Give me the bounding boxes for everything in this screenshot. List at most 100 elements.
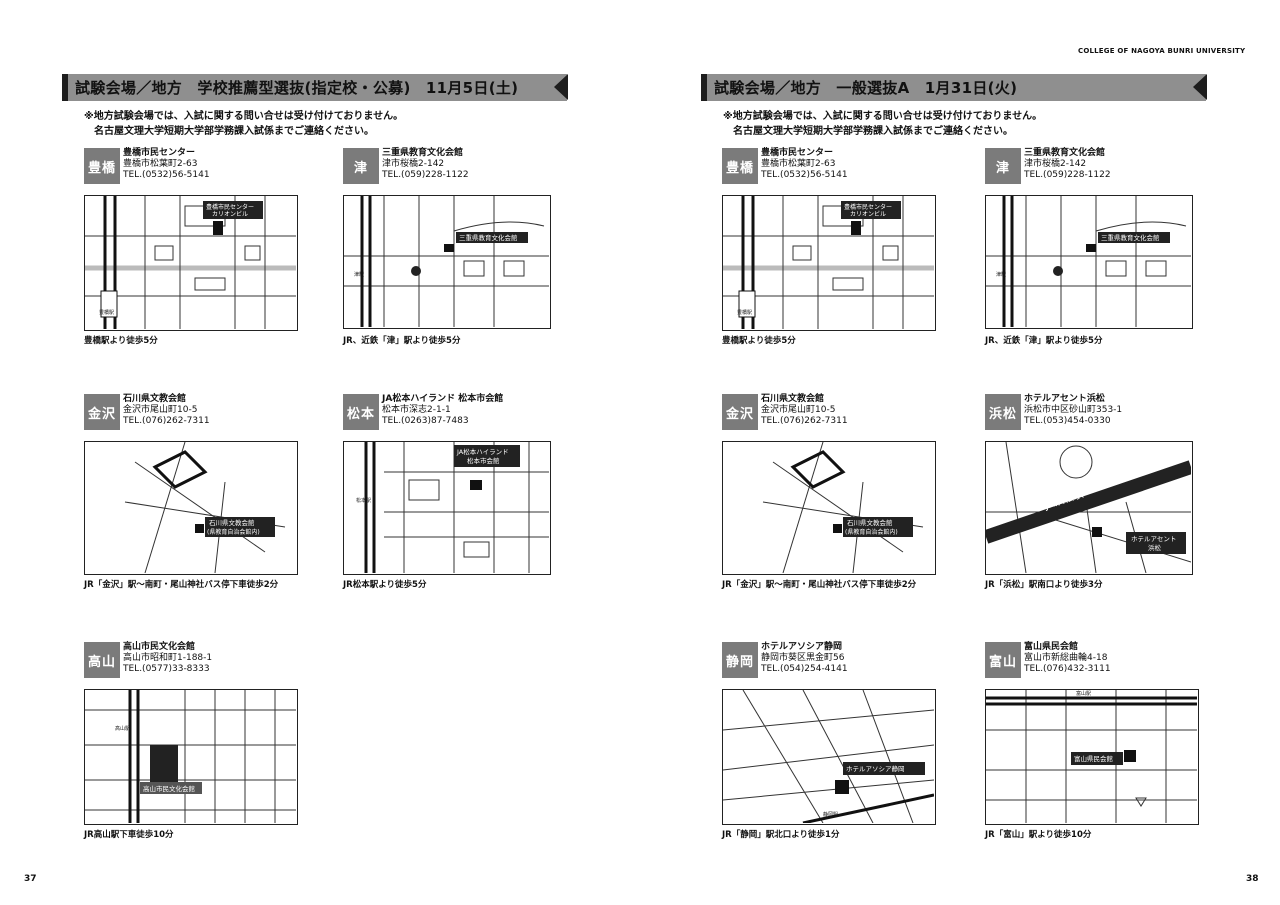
map-label-line-1: 石川県文教会館 (209, 518, 255, 527)
map-label-line-2: 松本市会館 (467, 456, 500, 465)
city-badge: 豊橋 (84, 148, 120, 184)
college-header: COLLEGE OF NAGOYA BUNRI UNIVERSITY (1078, 47, 1246, 55)
map-kanazawa: 石川県文教会館 (県教育自治会館内) (722, 441, 936, 575)
venue-name: 豊橋市民センター (761, 148, 834, 158)
venue-tel: TEL.(059)228-1122 (1024, 170, 1111, 180)
map-kanazawa: 石川県文教会館 (県教育自治会館内) (84, 441, 298, 575)
venue-tel: TEL.(0532)56-5141 (123, 170, 210, 180)
access-text: JR、近鉄「津」駅より徒歩5分 (985, 336, 1103, 346)
station-label: 津駅 (354, 271, 364, 278)
right-section: 試験会場／地方 一般選抜A 1月31日(火) ※地方試験会場では、入試に関する問… (701, 74, 1207, 137)
map-label-line-1: 豊橋市民センター (844, 203, 892, 211)
venue-address: 松本市深志2-1-1 (382, 405, 451, 415)
map-tsu: 三重県教育文化会館 津駅 (985, 195, 1193, 329)
venue-tel: TEL.(076)432-3111 (1024, 664, 1111, 674)
venue-info: 三重県教育文化会館 津市桜橋2-142 TEL.(059)228-1122 (1024, 148, 1111, 181)
venue-address: 高山市昭和町1-188-1 (123, 653, 213, 663)
map-label-line-2: 浜松 (1148, 543, 1162, 552)
venue-tel: TEL.(053)454-0330 (1024, 416, 1111, 426)
access-text: JR「金沢」駅～南町・尾山神社バス停下車徒歩2分 (84, 580, 279, 590)
venue-tel: TEL.(0532)56-5141 (761, 170, 848, 180)
section-banner: 試験会場／地方 一般選抜A 1月31日(火) (701, 74, 1207, 101)
venue-info: 石川県文教会館 金沢市尾山町10-5 TEL.(076)262-7311 (761, 394, 848, 427)
venue-name: 三重県教育文化会館 (382, 148, 464, 158)
map-label: 高山市民文化会館 (143, 784, 196, 793)
left-section: 試験会場／地方 学校推薦型選抜(指定校・公募) 11月5日(土) ※地方試験会場… (62, 74, 568, 137)
city-badge: 静岡 (722, 642, 758, 678)
venue-address: 金沢市尾山町10-5 (761, 405, 836, 415)
access-text: 豊橋駅より徒歩5分 (84, 336, 158, 346)
venue-tel: TEL.(0263)87-7483 (382, 416, 469, 426)
venue-tel: TEL.(059)228-1122 (382, 170, 469, 180)
notice-line-2: 名古屋文理大学短期大学部学務課入試係までご連絡ください。 (733, 126, 1013, 137)
venue-name: JA松本ハイランド 松本市会館 (382, 394, 504, 404)
station-label: 高山駅 (115, 725, 130, 732)
venue-name: 豊橋市民センター (123, 148, 196, 158)
venue-address: 静岡市葵区黒金町56 (761, 653, 845, 663)
venue-tel: TEL.(076)262-7311 (123, 416, 210, 426)
venue-info: 富山県民会館 富山市新総曲輪4-18 TEL.(076)432-3111 (1024, 642, 1111, 675)
venue-tel: TEL.(054)254-4141 (761, 664, 848, 674)
access-text: JR「金沢」駅～南町・尾山神社バス停下車徒歩2分 (722, 580, 917, 590)
access-text: JR「富山」駅より徒歩10分 (985, 830, 1092, 840)
page-number-right: 38 (1246, 874, 1259, 884)
map-toyohashi: 豊橋市民センター カリオンビル 豊橋駅 (722, 195, 936, 331)
city-badge: 金沢 (84, 394, 120, 430)
city-badge: 浜松 (985, 394, 1021, 430)
access-text: JR松本駅より徒歩5分 (343, 580, 427, 590)
map-shizuoka: ホテルアソシア静岡 静岡駅 (722, 689, 936, 825)
notice-line-1: ※地方試験会場では、入試に関する問い合せは受け付けておりません。 (723, 111, 1043, 122)
map-label: 三重県教育文化会館 (1101, 233, 1160, 242)
venue-name: 石川県文教会館 (123, 394, 187, 404)
venue-info: ホテルアソシア静岡 静岡市葵区黒金町56 TEL.(054)254-4141 (761, 642, 848, 675)
access-text: 豊橋駅より徒歩5分 (722, 336, 796, 346)
venue-name: 高山市民文化会館 (123, 642, 196, 652)
map-label: 富山県民会館 (1074, 754, 1114, 763)
section-title: 試験会場／地方 学校推薦型選抜(指定校・公募) 11月5日(土) (75, 79, 519, 97)
venue-tel: TEL.(0577)33-8333 (123, 664, 210, 674)
station-label: 豊橋駅 (737, 309, 752, 316)
section-title: 試験会場／地方 一般選抜A 1月31日(火) (714, 79, 1018, 97)
notice-line-1: ※地方試験会場では、入試に関する問い合せは受け付けておりません。 (84, 111, 404, 122)
city-badge: 津 (985, 148, 1021, 184)
venue-tel: TEL.(076)262-7311 (761, 416, 848, 426)
venue-address: 富山市新総曲輪4-18 (1024, 653, 1108, 663)
venue-address: 金沢市尾山町10-5 (123, 405, 198, 415)
venue-info: 石川県文教会館 金沢市尾山町10-5 TEL.(076)262-7311 (123, 394, 210, 427)
venue-info: 豊橋市民センター 豊橋市松葉町2-63 TEL.(0532)56-5141 (123, 148, 210, 181)
map-label-line-1: ホテルアセント (1131, 535, 1176, 543)
venue-name: 富山県民会館 (1024, 642, 1079, 652)
access-text: JR、近鉄「津」駅より徒歩5分 (343, 336, 461, 346)
city-badge: 松本 (343, 394, 379, 430)
map-label-line-1: 石川県文教会館 (847, 518, 893, 527)
city-badge: 津 (343, 148, 379, 184)
venue-info: 高山市民文化会館 高山市昭和町1-188-1 TEL.(0577)33-8333 (123, 642, 212, 675)
banner-arrow-icon (554, 74, 568, 100)
venue-name: 三重県教育文化会館 (1024, 148, 1106, 158)
banner-arrow-icon (1193, 74, 1207, 100)
station-label: 富山駅 (1076, 690, 1091, 697)
city-badge: 高山 (84, 642, 120, 678)
venue-info: ホテルアセント浜松 浜松市中区砂山町353-1 TEL.(053)454-033… (1024, 394, 1122, 427)
venue-address: 津市桜橋2-142 (382, 159, 445, 169)
venue-address: 浜松市中区砂山町353-1 (1024, 405, 1123, 415)
venue-name: 石川県文教会館 (761, 394, 825, 404)
venue-info: JA松本ハイランド 松本市会館 松本市深志2-1-1 TEL.(0263)87-… (382, 394, 503, 427)
venue-address: 豊橋市松葉町2-63 (123, 159, 198, 169)
map-label-line-2: (県教育自治会館内) (207, 528, 260, 536)
station-label: 静岡駅 (823, 811, 838, 818)
section-banner: 試験会場／地方 学校推薦型選抜(指定校・公募) 11月5日(土) (62, 74, 568, 101)
map-label-line-2: カリオンビル (850, 210, 886, 218)
map-takayama: 高山市民文化会館 高山駅 (84, 689, 298, 825)
page-number-left: 37 (24, 874, 37, 884)
access-text: JR「浜松」駅南口より徒歩3分 (985, 580, 1103, 590)
map-label: 三重県教育文化会館 (459, 233, 518, 242)
map-label-line-2: カリオンビル (212, 210, 248, 218)
access-text: JR「静岡」駅北口より徒歩1分 (722, 830, 840, 840)
venue-info: 豊橋市民センター 豊橋市松葉町2-63 TEL.(0532)56-5141 (761, 148, 848, 181)
city-badge: 富山 (985, 642, 1021, 678)
venue-address: 豊橋市松葉町2-63 (761, 159, 836, 169)
notice: ※地方試験会場では、入試に関する問い合せは受け付けておりません。 名古屋文理大学… (723, 109, 1042, 139)
notice-line-2: 名古屋文理大学短期大学部学務課入試係までご連絡ください。 (94, 126, 374, 137)
city-badge: 金沢 (722, 394, 758, 430)
